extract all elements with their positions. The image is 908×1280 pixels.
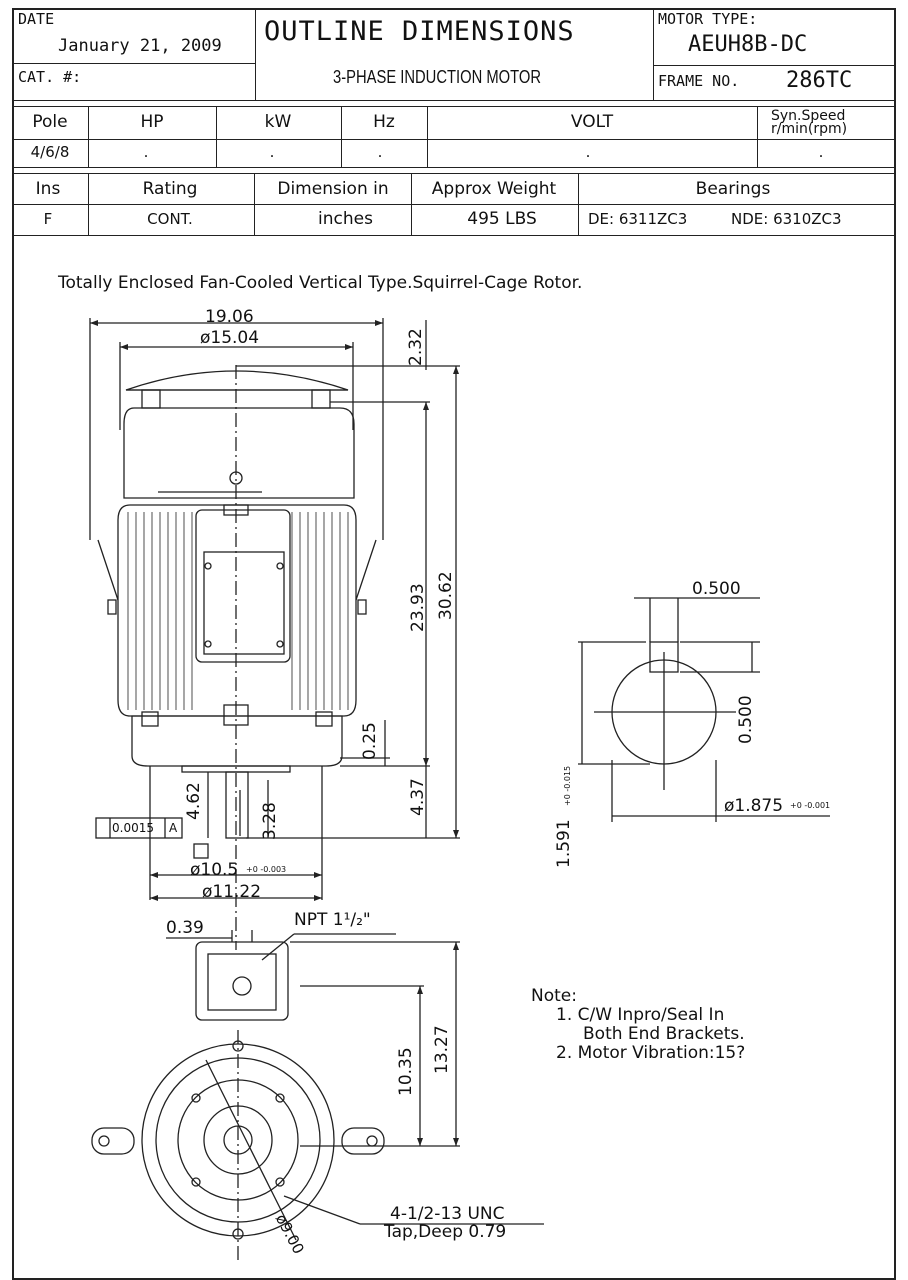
frame-value: 286TC xyxy=(786,68,853,93)
frame-label: FRAME NO. xyxy=(658,72,740,90)
dim-conduit-h1: 10.35 xyxy=(396,1047,416,1096)
title-block-separator xyxy=(653,65,896,66)
spec-header: Syn.Speed r/min(rpm) xyxy=(771,108,848,138)
dim-overall-height: 30.62 xyxy=(436,571,456,620)
tap-spec: 4-1/2-13 UNC xyxy=(390,1204,505,1224)
title-block-divider xyxy=(12,100,896,101)
dim-shaft-dia: ø1.875 xyxy=(724,796,784,816)
spec-table-border xyxy=(12,106,896,107)
spec-value: . xyxy=(143,143,149,161)
datum-label: A xyxy=(169,821,178,835)
spec-value: CONT. xyxy=(147,210,193,228)
spec-header: Hz xyxy=(373,112,395,132)
dim-shaft-len: 4.62 xyxy=(184,782,204,820)
dim-flange-thk: 0.25 xyxy=(360,722,380,760)
spec-value: inches xyxy=(318,209,373,229)
dim-conduit-h2: 13.27 xyxy=(432,1025,452,1074)
npt-label: NPT 1¹/₂" xyxy=(294,910,371,930)
dim-pilot-dia: ø10.5 xyxy=(190,860,239,880)
note-item: Both End Brackets. xyxy=(583,1024,745,1044)
spec-table-border xyxy=(12,167,896,168)
motor-type-value: AEUH8B-DC xyxy=(688,32,808,57)
spec-table-border xyxy=(12,139,896,140)
tolerance-value: 0.0015 xyxy=(112,821,154,835)
spec-header: HP xyxy=(140,112,164,132)
spec-table-border xyxy=(88,173,89,235)
spec-table-border xyxy=(216,106,217,167)
notes-heading: Note: xyxy=(531,986,577,1006)
date-value: January 21, 2009 xyxy=(58,36,222,56)
note-item: 1. C/W Inpro/Seal In xyxy=(556,1005,725,1025)
bearing-nde: NDE: 6310ZC3 xyxy=(731,210,842,228)
dim-overall-width: 19.06 xyxy=(205,307,254,327)
spec-value: F xyxy=(43,210,53,228)
page-title: OUTLINE DIMENSIONS xyxy=(264,16,575,47)
dim-flange-dia: ø11.22 xyxy=(202,882,262,902)
date-label: DATE xyxy=(18,10,55,28)
spec-table-border xyxy=(88,106,89,167)
motor-description: Totally Enclosed Fan-Cooled Vertical Typ… xyxy=(58,273,583,293)
note-item: 2. Motor Vibration:15? xyxy=(556,1043,746,1063)
dim-key-depth: 0.500 xyxy=(736,695,756,744)
dim-shaft-ext: 4.37 xyxy=(408,778,428,816)
spec-table-border xyxy=(12,173,896,174)
dim-shaft-tol: +0 -0.001 xyxy=(790,801,831,810)
spec-header: Approx Weight xyxy=(431,179,557,199)
spec-value: . xyxy=(585,143,591,161)
spec-header: Bearings xyxy=(695,179,771,199)
spec-value: . xyxy=(269,143,275,161)
dim-shaft-key: 3.28 xyxy=(260,802,280,840)
spec-table-border xyxy=(578,173,579,235)
spec-table-border xyxy=(427,106,428,167)
spec-header: Dimension in xyxy=(277,179,389,199)
page-subtitle: 3-PHASE INDUCTION MOTOR xyxy=(333,67,542,87)
dim-body-height: 23.93 xyxy=(408,583,428,632)
spec-value: . xyxy=(377,143,383,161)
spec-table-border xyxy=(12,204,896,205)
bearing-de: DE: 6311ZC3 xyxy=(588,210,688,228)
title-block-separator xyxy=(255,8,256,100)
dim-key-width: 0.500 xyxy=(692,579,741,599)
spec-header: Pole xyxy=(32,112,68,132)
title-block-separator xyxy=(12,63,255,64)
cat-label: CAT. #: xyxy=(18,68,82,86)
title-block-separator xyxy=(653,8,654,100)
dim-fan-cover-dia: ø15.04 xyxy=(200,328,260,348)
spec-header: VOLT xyxy=(570,112,614,132)
dim-pilot-tol: +0 -0.003 xyxy=(246,865,287,874)
dim-key-seat: 1.591 xyxy=(554,819,574,868)
spec-table-border xyxy=(12,235,896,236)
spec-header: Ins xyxy=(35,179,61,199)
spec-table-border xyxy=(757,106,758,167)
dim-key-seat-tol: +0 -0.015 xyxy=(563,765,572,806)
spec-table-border xyxy=(254,173,255,235)
spec-header: kW xyxy=(264,112,292,132)
motor-type-label: MOTOR TYPE: xyxy=(658,10,758,28)
spec-value: . xyxy=(818,143,824,161)
dim-conduit-offset: 0.39 xyxy=(166,918,204,938)
spec-table-border xyxy=(411,173,412,235)
dim-top-offset: 2.32 xyxy=(406,328,426,366)
spec-value: 495 LBS xyxy=(467,209,537,229)
spec-header: Rating xyxy=(142,179,198,199)
drawing-sheet xyxy=(12,8,896,1280)
tap-depth: Tap,Deep 0.79 xyxy=(384,1222,507,1242)
spec-table-border xyxy=(341,106,342,167)
spec-value: 4/6/8 xyxy=(30,143,70,161)
